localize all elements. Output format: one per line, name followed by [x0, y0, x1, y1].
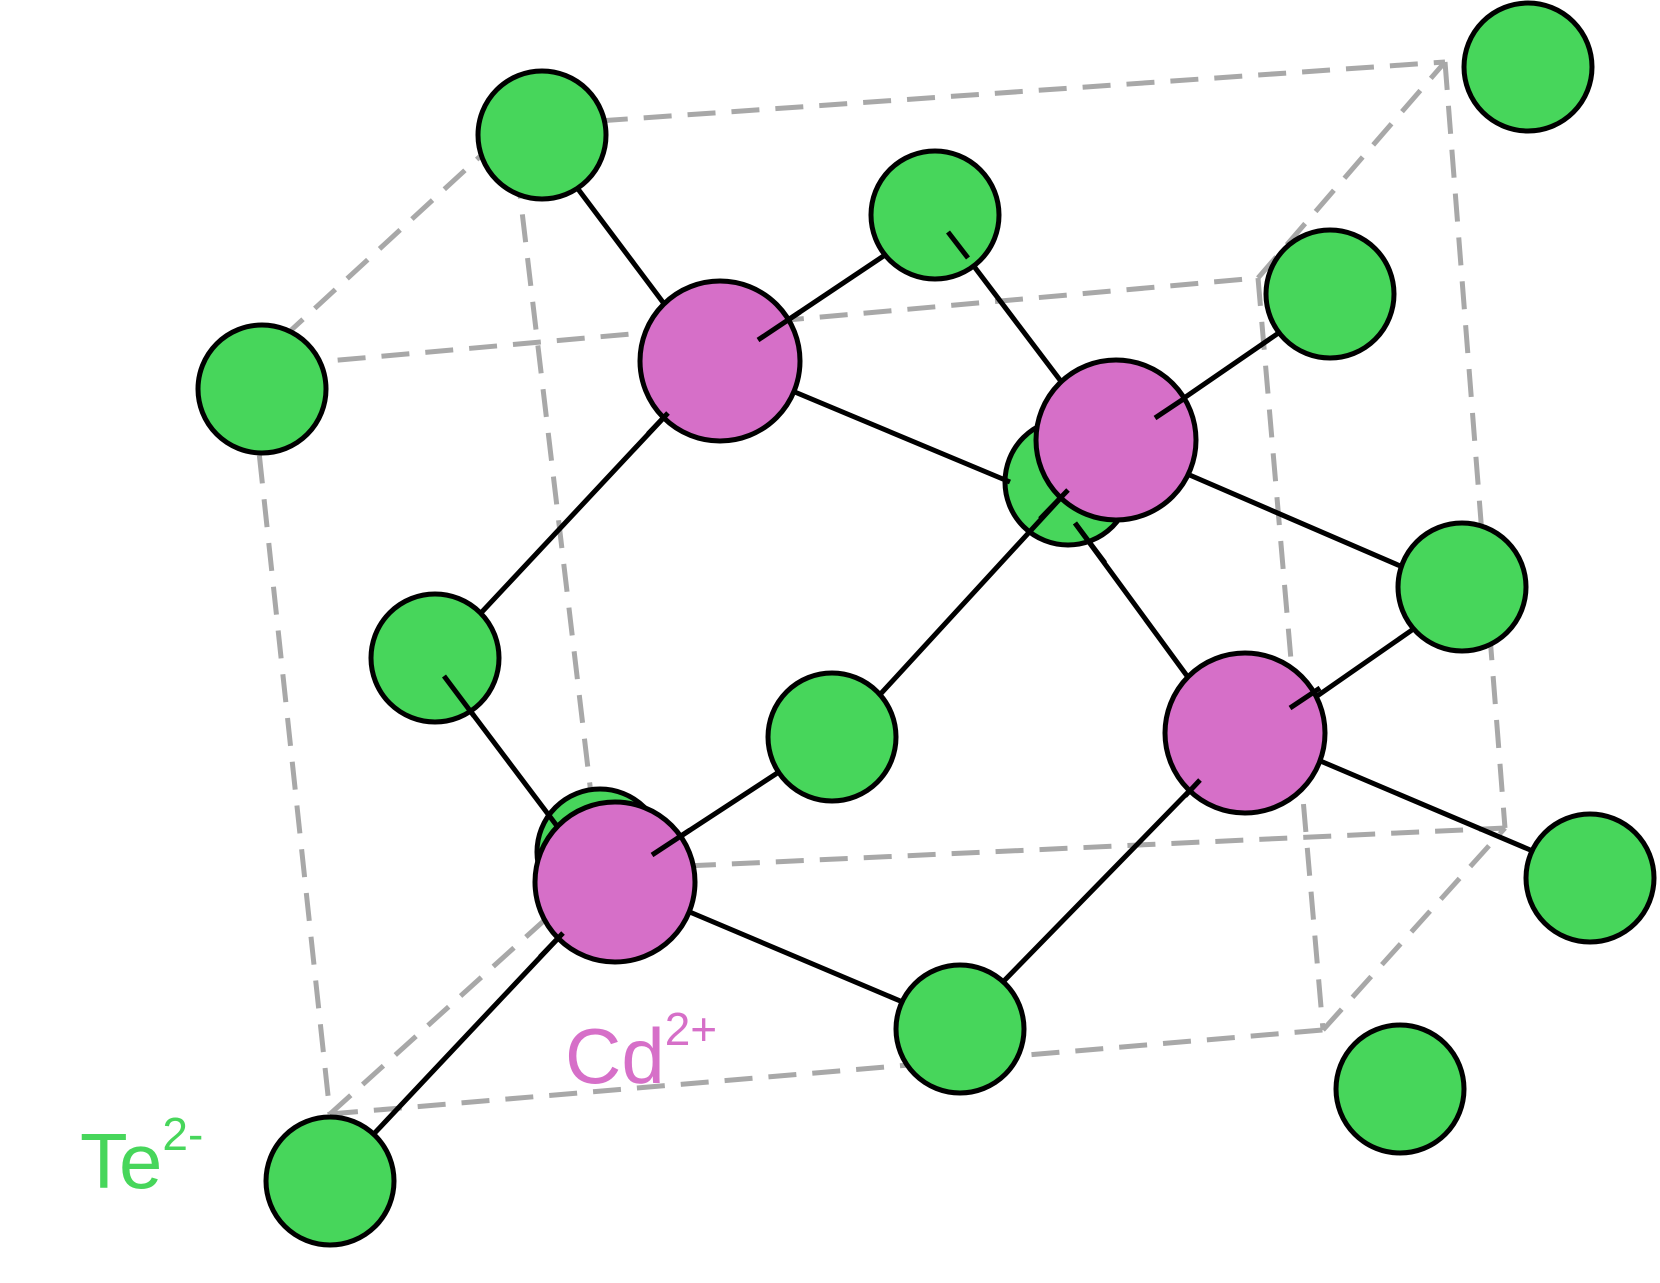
te-atom [893, 962, 1027, 1096]
te-atom [868, 148, 1002, 282]
te-atoms-front [195, 0, 1657, 1248]
bond-stubs [442, 230, 1322, 959]
cd-atom [637, 278, 803, 444]
cd-te-bonds [368, 183, 1536, 1140]
bond-stub [946, 230, 970, 260]
bond-stub [756, 309, 802, 343]
te-ion-label: Te2- [80, 1108, 203, 1205]
bond-stub [646, 411, 670, 436]
bond-stub [1183, 778, 1202, 798]
bond-line [573, 183, 667, 307]
cd-atom [532, 799, 698, 965]
bond-line [873, 488, 1070, 702]
bond-stub [650, 827, 692, 858]
bond-line [998, 778, 1202, 987]
cd-ion-label: Cd2+ [565, 1003, 717, 1100]
cd-atom [1162, 650, 1328, 816]
bond-stub [1038, 488, 1070, 521]
te-atom [1523, 811, 1657, 945]
te-atom [475, 68, 609, 202]
bond-line [1177, 467, 1406, 571]
te-atom [1333, 1022, 1467, 1156]
cell-edge-line [329, 1027, 1324, 1117]
te-atom [1395, 520, 1529, 654]
bond-stub [538, 931, 565, 959]
cd-label-charge: 2+ [665, 1003, 717, 1055]
bond-line [1298, 627, 1414, 711]
cell-edge-line [509, 126, 603, 871]
cell-edge-line [1442, 61, 1508, 829]
bond-line [789, 387, 1011, 485]
cell-edge-line [247, 367, 333, 1115]
te-atom [263, 1114, 397, 1248]
cell-edge-line [511, 59, 1446, 130]
cell-edge-line [1321, 826, 1507, 1032]
bond-stub [1288, 685, 1322, 711]
cell-edge-line [248, 125, 514, 370]
bond-stub [1073, 521, 1107, 565]
bond-stub [1153, 395, 1187, 421]
cell-edge-line [599, 825, 1506, 873]
bond-line [1317, 757, 1536, 855]
te-atom [1263, 227, 1397, 361]
bond-line [478, 411, 670, 616]
cell-edge-line [1255, 277, 1326, 1031]
unit-cell-edges [247, 59, 1508, 1117]
bond-line [684, 907, 906, 1006]
cd-label-base: Cd [565, 1012, 665, 1100]
te-atom [195, 322, 329, 456]
cell-edge-line [328, 868, 602, 1116]
te-atom [1461, 0, 1595, 134]
te-label-base: Te [80, 1117, 162, 1205]
bond-line [368, 931, 565, 1140]
bond-stub [442, 674, 476, 718]
te-atom [765, 670, 899, 804]
te-label-charge: 2- [162, 1108, 203, 1160]
cd-atoms [532, 278, 1328, 965]
te-atom [368, 591, 502, 725]
cd-atom [1033, 357, 1199, 523]
